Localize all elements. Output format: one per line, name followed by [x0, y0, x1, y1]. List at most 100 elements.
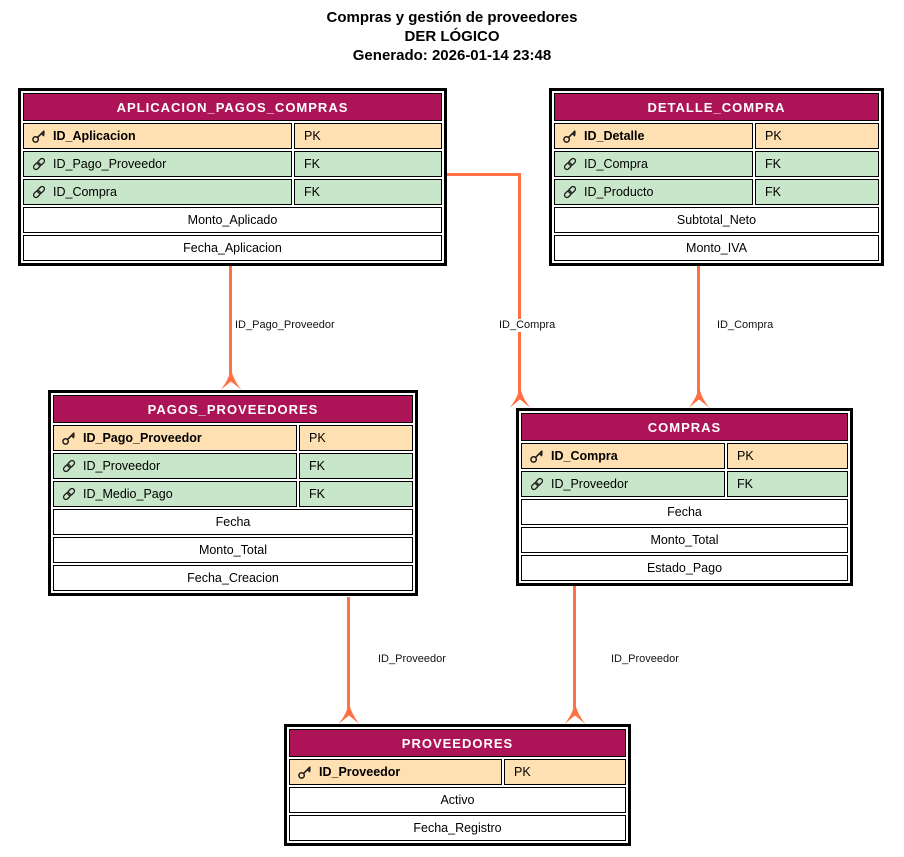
fk-attribute-row: ID_Producto FK [554, 179, 879, 205]
attribute-name-cell: ID_Detalle [554, 123, 753, 149]
fk-badge: FK [727, 471, 848, 497]
diagram-generated-timestamp: Generado: 2026-01-14 23:48 [352, 47, 552, 64]
attribute-row: Monto_Aplicado [23, 207, 442, 233]
fk-attribute-row: ID_Compra FK [23, 179, 442, 205]
attribute-row: Monto_Total [521, 527, 848, 553]
entity-table-title: APLICACION_PAGOS_COMPRAS [23, 93, 442, 121]
crow-foot-arrow-icon [220, 368, 241, 390]
relationship-line-aplicacion_pagos_compras-to-compras [518, 173, 521, 393]
attribute-name: Monto_Total [53, 537, 413, 563]
attribute-name-cell: ID_Proveedor [521, 471, 725, 497]
attribute-name-cell: ID_Compra [521, 443, 725, 469]
attribute-name: Estado_Pago [521, 555, 848, 581]
attribute-name-cell: ID_Compra [554, 151, 753, 177]
diagram-title-block: Compras y gestión de proveedores DER LÓG… [0, 8, 904, 65]
attribute-name-cell: ID_Producto [554, 179, 753, 205]
attribute-name: ID_Proveedor [83, 459, 161, 473]
attribute-name: ID_Pago_Proveedor [53, 157, 167, 171]
pk-badge: PK [755, 123, 879, 149]
relationship-label: ID_Proveedor [377, 653, 447, 666]
attribute-row: Fecha_Aplicacion [23, 235, 442, 261]
attribute-name: Fecha [521, 499, 848, 525]
attribute-name: ID_Detalle [584, 129, 645, 143]
attribute-name: Monto_IVA [554, 235, 879, 261]
link-icon [31, 184, 47, 200]
attribute-row: Monto_IVA [554, 235, 879, 261]
attribute-name: Fecha_Registro [289, 815, 626, 841]
pk-badge: PK [504, 759, 626, 785]
attribute-name: ID_Compra [53, 185, 117, 199]
crow-foot-arrow-icon [688, 386, 709, 408]
attribute-row: Fecha [521, 499, 848, 525]
attribute-name-cell: ID_Aplicacion [23, 123, 292, 149]
attribute-row: Monto_Total [53, 537, 413, 563]
relationship-line-aplicacion_pagos_compras-to-compras [447, 173, 521, 176]
fk-attribute-row: ID_Medio_Pago FK [53, 481, 413, 507]
attribute-name-cell: ID_Proveedor [53, 453, 297, 479]
entity-table-title: COMPRAS [521, 413, 848, 441]
attribute-name-cell: ID_Proveedor [289, 759, 502, 785]
link-icon [529, 476, 545, 492]
key-icon [562, 128, 578, 144]
attribute-name: ID_Producto [584, 185, 654, 199]
fk-attribute-row: ID_Pago_Proveedor FK [23, 151, 442, 177]
attribute-name: Monto_Total [521, 527, 848, 553]
diagram-title: Compras y gestión de proveedores [326, 9, 578, 26]
entity-table-title: PAGOS_PROVEEDORES [53, 395, 413, 423]
attribute-name: Activo [289, 787, 626, 813]
relationship-label: ID_Compra [498, 319, 557, 332]
attribute-name: Monto_Aplicado [23, 207, 442, 233]
attribute-row: Fecha_Creacion [53, 565, 413, 591]
fk-badge: FK [299, 481, 413, 507]
attribute-row: Fecha_Registro [289, 815, 626, 841]
fk-badge: FK [294, 151, 442, 177]
entity-table-title: DETALLE_COMPRA [554, 93, 879, 121]
pk-badge: PK [294, 123, 442, 149]
attribute-name: Fecha_Aplicacion [23, 235, 442, 261]
attribute-name: ID_Compra [551, 449, 618, 463]
pk-attribute-row: ID_Detalle PK [554, 123, 879, 149]
relationship-label: ID_Pago_Proveedor [234, 319, 336, 332]
link-icon [31, 156, 47, 172]
attribute-name-cell: ID_Pago_Proveedor [53, 425, 297, 451]
attribute-name: ID_Pago_Proveedor [83, 431, 202, 445]
link-icon [562, 184, 578, 200]
relationship-line-compras-to-proveedores [573, 585, 576, 709]
crow-foot-arrow-icon [338, 702, 359, 724]
link-icon [61, 486, 77, 502]
relationship-label: ID_Compra [716, 319, 775, 332]
diagram-subtitle: DER LÓGICO [404, 28, 500, 45]
relationship-line-aplicacion_pagos_compras-to-pagos_proveedores [229, 265, 232, 375]
fk-badge: FK [755, 179, 879, 205]
fk-attribute-row: ID_Proveedor FK [521, 471, 848, 497]
attribute-name-cell: ID_Medio_Pago [53, 481, 297, 507]
fk-badge: FK [755, 151, 879, 177]
attribute-name: ID_Proveedor [551, 477, 629, 491]
attribute-name-cell: ID_Pago_Proveedor [23, 151, 292, 177]
attribute-row: Estado_Pago [521, 555, 848, 581]
attribute-name: Subtotal_Neto [554, 207, 879, 233]
key-icon [297, 764, 313, 780]
attribute-name: ID_Medio_Pago [83, 487, 173, 501]
crow-foot-arrow-icon [564, 702, 585, 724]
attribute-name: Fecha [53, 509, 413, 535]
relationship-line-detalle_compra-to-compras [697, 265, 700, 393]
attribute-name: Fecha_Creacion [53, 565, 413, 591]
key-icon [529, 448, 545, 464]
attribute-name-cell: ID_Compra [23, 179, 292, 205]
relationship-line-pagos_proveedores-to-proveedores [347, 597, 350, 709]
fk-badge: FK [294, 179, 442, 205]
attribute-row: Fecha [53, 509, 413, 535]
entity-table-title: PROVEEDORES [289, 729, 626, 757]
fk-badge: FK [299, 453, 413, 479]
relationship-label: ID_Proveedor [610, 653, 680, 666]
fk-attribute-row: ID_Proveedor FK [53, 453, 413, 479]
